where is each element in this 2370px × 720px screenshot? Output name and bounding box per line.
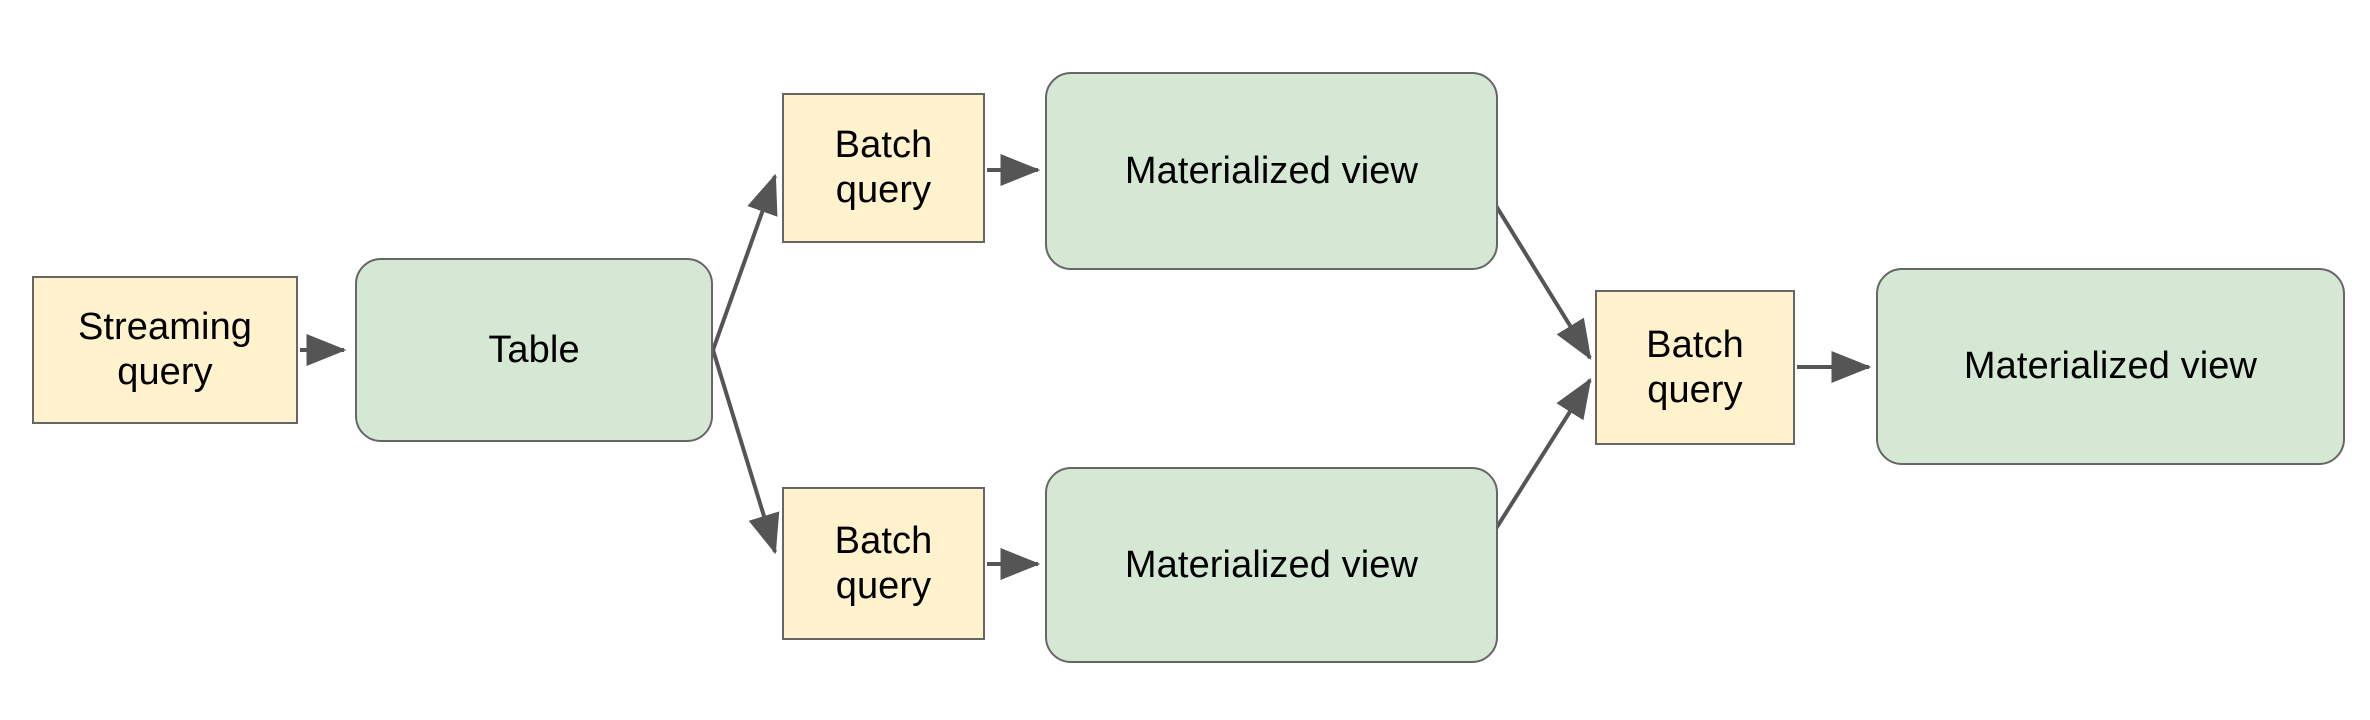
node-batch-query-top[interactable]: Batch query xyxy=(782,93,985,243)
node-materialized-view-bottom[interactable]: Materialized view xyxy=(1045,467,1498,663)
node-table[interactable]: Table xyxy=(355,258,713,442)
node-batch-query-top-label: Batch query xyxy=(834,124,933,211)
node-batch-query-bottom-label: Batch query xyxy=(834,519,933,607)
node-materialized-view-final[interactable]: Materialized view xyxy=(1876,268,2345,465)
node-streaming-query[interactable]: Streaming query xyxy=(32,276,298,424)
edge-table-to-batch-query-top xyxy=(711,173,778,351)
node-batch-query-join-label: Batch query xyxy=(1646,323,1744,411)
node-batch-query-bottom[interactable]: Batch query xyxy=(782,487,985,640)
node-materialized-view-top-label: Materialized view xyxy=(1124,149,1419,192)
node-batch-query-join[interactable]: Batch query xyxy=(1595,290,1795,445)
edge-materialized-view-bottom-to-batch-query-join xyxy=(1488,377,1592,540)
edge-table-to-batch-query-bottom xyxy=(711,349,780,555)
node-streaming-query-label: Streaming query xyxy=(77,306,253,393)
node-materialized-view-top[interactable]: Materialized view xyxy=(1045,72,1498,270)
node-table-label: Table xyxy=(488,328,580,371)
node-materialized-view-final-label: Materialized view xyxy=(1963,345,2258,388)
node-materialized-view-bottom-label: Materialized view xyxy=(1124,543,1419,586)
edge-materialized-view-top-to-batch-query-join xyxy=(1488,194,1592,361)
